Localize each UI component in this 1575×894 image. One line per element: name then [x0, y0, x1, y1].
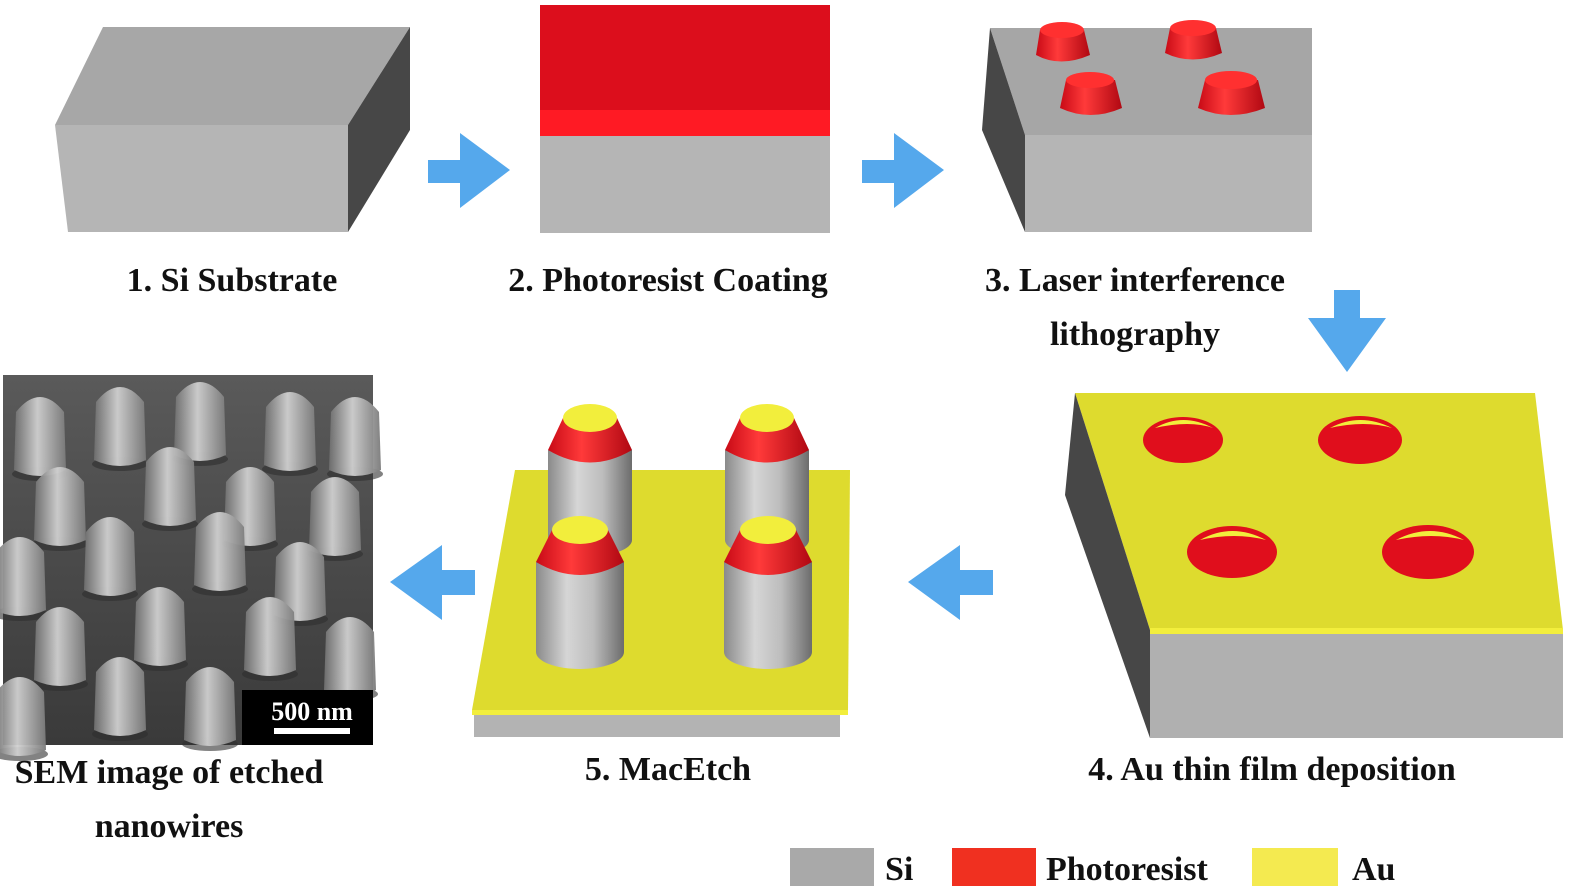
step3-label-line1: 3. Laser interference: [985, 262, 1285, 299]
sem-pillar: [32, 467, 88, 551]
step2-label: 2. Photoresist Coating: [508, 262, 828, 299]
step1-label: 1. Si Substrate: [127, 262, 338, 299]
sem-pillar: [327, 397, 383, 481]
step3-label-line2: lithography: [1050, 316, 1220, 353]
step4-label: 4. Au thin film deposition: [1088, 751, 1456, 788]
resist-dot: [1036, 22, 1090, 62]
au-deposition-block: [1065, 393, 1563, 738]
sem-pillar: [0, 537, 48, 621]
legend-swatch-si: [790, 848, 874, 886]
arrow-down-icon: [1308, 290, 1386, 372]
nanowire-pillar: [724, 516, 812, 669]
lithography-block: [982, 20, 1312, 232]
au-resist-well: [1318, 416, 1402, 464]
sem-pillar: [182, 667, 238, 751]
sem-label-line1: SEM image of etched: [15, 754, 324, 791]
sem-pillar: [92, 387, 148, 471]
photoresist-coated-block: [540, 5, 830, 233]
arrow-left-icon: [908, 545, 993, 620]
legend-swatch-photoresist: [952, 848, 1036, 886]
resist-dot: [1060, 72, 1122, 115]
sem-label-line2: nanowires: [95, 808, 244, 845]
scale-bar-label: 500 nm: [271, 697, 353, 726]
au-resist-well: [1187, 526, 1277, 578]
sem-image: 500 nm: [0, 375, 383, 761]
legend: Si Photoresist Au: [790, 848, 1395, 888]
sem-pillar: [192, 512, 248, 596]
legend-label-si: Si: [885, 851, 913, 888]
resist-dot: [1165, 20, 1222, 60]
arrow-right-icon: [428, 133, 510, 208]
sem-pillar: [132, 587, 188, 671]
legend-label-photoresist: Photoresist: [1046, 851, 1208, 888]
au-resist-well: [1382, 525, 1474, 579]
sem-pillar: [242, 597, 298, 681]
sem-pillar: [92, 657, 148, 741]
legend-swatch-au: [1252, 848, 1338, 886]
sem-pillar: [32, 607, 88, 691]
step5-label: 5. MacEtch: [585, 751, 751, 788]
resist-dot: [1198, 71, 1265, 115]
legend-label-au: Au: [1352, 851, 1395, 888]
arrow-left-icon: [390, 545, 475, 620]
au-resist-well: [1143, 417, 1223, 463]
sem-pillar: [322, 617, 378, 701]
arrow-right-icon: [862, 133, 944, 208]
si-substrate-block: [55, 27, 410, 232]
sem-pillar: [142, 447, 198, 531]
nanowire-pillar: [536, 516, 624, 669]
sem-pillar: [82, 517, 138, 601]
scale-bar: [274, 728, 350, 734]
sem-pillar: [262, 392, 318, 476]
scale-bar-background: [242, 690, 373, 745]
sem-pillar: [0, 677, 48, 761]
macetch-block: [472, 404, 850, 737]
